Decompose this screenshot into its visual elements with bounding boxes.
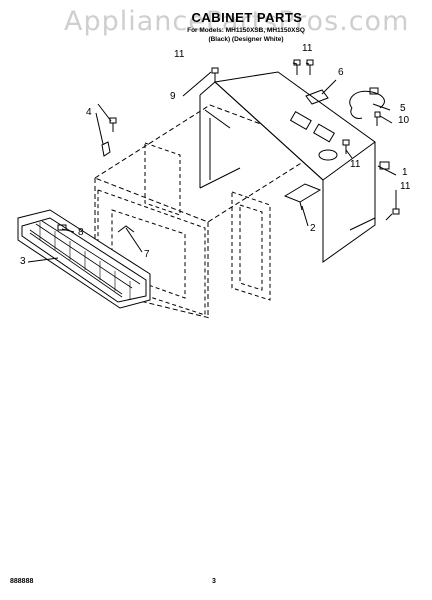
clip-part-4	[101, 141, 111, 157]
screw-icon-11e	[385, 208, 400, 221]
diagram-title: CABINET PARTS	[191, 10, 303, 25]
callout-8: 8	[78, 227, 84, 238]
callout-7: 7	[144, 249, 150, 260]
callout-11-far-right: 11	[400, 181, 411, 192]
part-8-tab	[57, 224, 67, 231]
callout-5: 5	[400, 103, 406, 114]
watermark: AppliancePartsPros.com	[64, 6, 410, 37]
document-number: 888888	[10, 578, 34, 585]
screw-icon-10	[374, 111, 381, 126]
wire-harness-part-5	[349, 87, 385, 119]
outer-cabinet-wrap	[199, 71, 390, 263]
screw-icon-11a	[293, 59, 301, 75]
screw-icon-9	[211, 67, 219, 82]
diagram-subtitle-colors: (Black) (Designer White)	[208, 36, 284, 43]
part-7-spring	[117, 225, 135, 233]
diagram-subtitle-models: For Models: MH1150XSB, MH1150XSQ	[187, 27, 305, 34]
screw-icon-11b	[306, 59, 314, 75]
vent-grille-part-3	[17, 209, 151, 309]
right-panel-outline	[231, 191, 271, 301]
callout-3: 3	[20, 256, 26, 267]
callout-6: 6	[338, 67, 344, 78]
callout-11-right: 11	[350, 159, 361, 170]
plate-part-6	[305, 89, 329, 105]
callout-2: 2	[310, 223, 316, 234]
callout-9: 9	[170, 91, 176, 102]
callout-11-top-left: 11	[174, 49, 185, 60]
callout-11-top-right: 11	[302, 43, 313, 54]
bracket-part-2	[283, 183, 322, 211]
callout-leaders	[27, 62, 397, 263]
callout-4: 4	[86, 107, 92, 118]
callout-1: 1	[402, 167, 408, 178]
screw-icon-11d	[342, 139, 350, 154]
callout-10: 10	[398, 115, 410, 126]
page-number: 3	[212, 578, 216, 585]
